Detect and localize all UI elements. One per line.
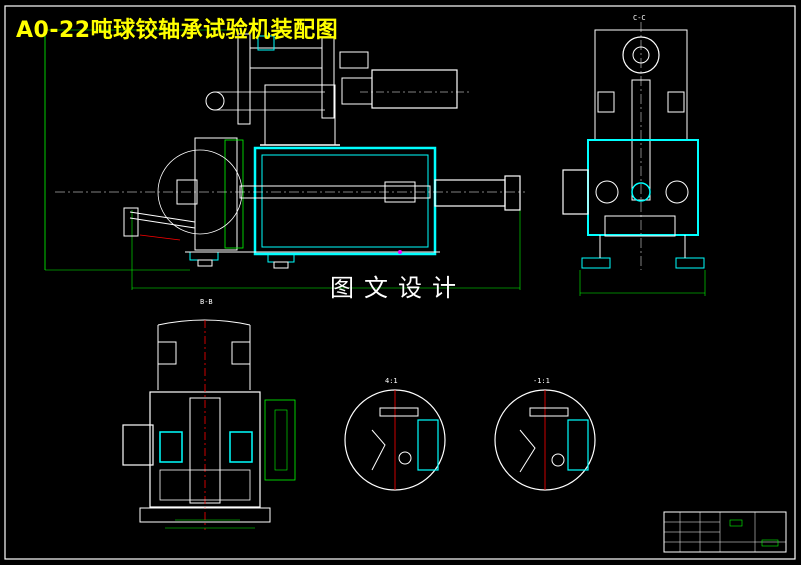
side-view	[562, 22, 706, 296]
section-view-bb	[122, 319, 296, 530]
detail-label-left: 4:1	[385, 377, 398, 385]
sheet-border	[4, 5, 796, 560]
drawing-title: A0-22吨球铰轴承试验机装配图	[16, 18, 339, 43]
title-block	[663, 511, 787, 553]
section-label-bb: B-B	[200, 298, 213, 306]
section-label-cc: C-C	[633, 14, 646, 22]
detail-view-left	[344, 389, 446, 491]
detail-view-right	[494, 389, 596, 491]
detail-label-right: -1:1	[533, 377, 550, 385]
watermark-text: 图文设计	[330, 274, 466, 302]
front-view	[44, 29, 525, 290]
